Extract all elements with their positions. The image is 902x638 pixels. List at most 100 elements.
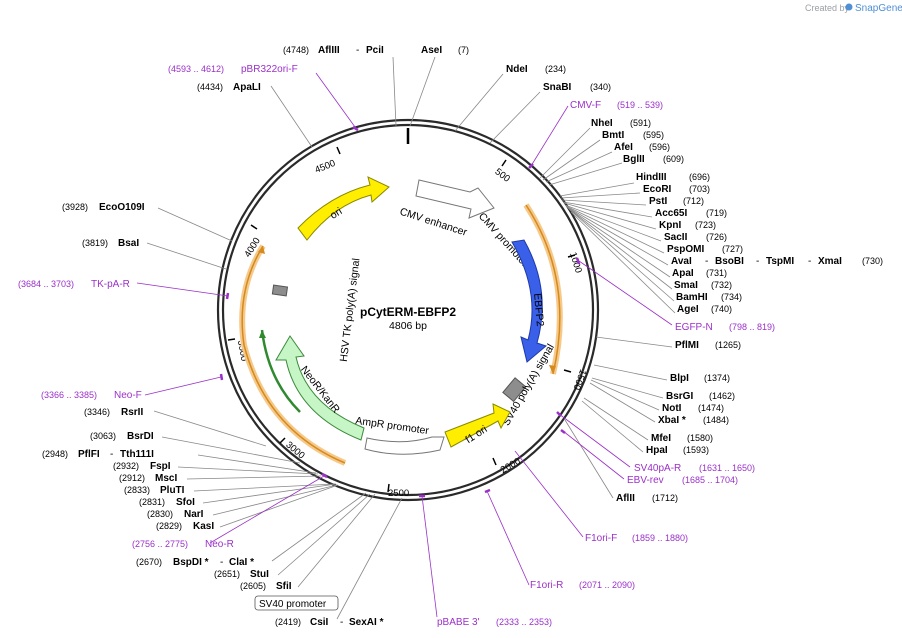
- site-pluTI: PluTI: [160, 485, 185, 496]
- primer-sv40pa-r: SV40pA-R: [634, 463, 681, 474]
- site-pos: (732): [711, 280, 732, 290]
- site-pos: (696): [689, 172, 710, 182]
- site-ecoRI: EcoRI: [643, 184, 672, 195]
- primer-range: (2333 .. 2353): [496, 617, 552, 627]
- site-bamHI: BamHI: [676, 292, 708, 303]
- site-pos: (2651): [214, 569, 240, 579]
- primer-range: (2071 .. 2090): [579, 580, 635, 590]
- primer-tk-pa-r: TK-pA-R: [91, 279, 130, 290]
- site-pos: (340): [590, 82, 611, 92]
- site-pos: (1712): [652, 493, 678, 503]
- site-ecoO109I: EcoO109I: [99, 202, 145, 213]
- feature-cmv-enhancer-label: CMV enhancer: [398, 206, 469, 239]
- plasmid-length: 4806 bp: [389, 320, 427, 332]
- primer-range: (1859 .. 1880): [632, 533, 688, 543]
- primer-pbr322ori-f: pBR322ori-F: [241, 64, 298, 75]
- site-smaI: SmaI: [674, 280, 698, 291]
- site-pos: (2948): [42, 449, 68, 459]
- site-pos: (723): [695, 220, 716, 230]
- primer-range: (3684 .. 3703): [18, 279, 74, 289]
- site-sep: -: [705, 256, 708, 267]
- primer-range: (1631 .. 1650): [699, 463, 755, 473]
- site-sep: -: [220, 557, 223, 568]
- sv40-polya-box: [502, 377, 527, 403]
- primer-egfp-n: EGFP-N: [675, 322, 713, 333]
- site-rsrII: RsrII: [121, 407, 143, 418]
- site-pos: (3928): [62, 202, 88, 212]
- site-pos: (2912): [119, 473, 145, 483]
- site-pos: (3063): [90, 431, 116, 441]
- primer-range: (2756 .. 2775): [132, 539, 188, 549]
- credit-brand: SnapGene: [855, 3, 902, 14]
- site-pos: (2419): [275, 617, 301, 627]
- site-apaLI: ApaLI: [233, 82, 261, 93]
- primer-cmv-f: CMV-F: [570, 100, 601, 111]
- feature-hsv-tk-polya-label: HSV TK poly(A) signal: [338, 258, 363, 363]
- site-pos: (719): [706, 208, 727, 218]
- primer-leader-lines: [136, 72, 673, 618]
- site-bsoBI: BsoBI: [715, 256, 744, 267]
- site-pos: (731): [706, 268, 727, 278]
- site-pciI: PciI: [366, 45, 384, 56]
- site-pos: (2605): [240, 581, 266, 591]
- ori-arrow: [297, 176, 390, 241]
- site-pos: (234): [545, 64, 566, 74]
- primer-f1ori-r: F1ori-R: [530, 580, 563, 591]
- ebfp2-arrow: [511, 239, 548, 363]
- site-apaI: ApaI: [672, 268, 694, 279]
- primer-range: (1685 .. 1704): [682, 475, 738, 485]
- neo-orf-arrowhead: [258, 246, 265, 254]
- primer-range: (798 .. 819): [729, 322, 775, 332]
- site-tspMI: TspMI: [766, 256, 794, 267]
- tick-2500: 2500: [388, 488, 409, 499]
- site-pflFI: PflFI: [78, 449, 100, 460]
- site-kasI: KasI: [193, 521, 214, 532]
- site-aseI: AseI: [421, 45, 442, 56]
- site-sexAI: SexAI *: [349, 617, 384, 628]
- sv40-promoter-callout: SV40 promoter: [254, 595, 339, 611]
- credit-prefix: Created by: [805, 3, 850, 13]
- primer-ebv-rev: EBV-rev: [627, 475, 664, 486]
- site-sfiI: SfiI: [276, 581, 292, 592]
- site-csiI: CsiI: [310, 617, 329, 628]
- primer-labels: (4593 .. 4612) pBR322ori-F CMV-F (519 ..…: [18, 64, 775, 628]
- backbone: [216, 118, 600, 502]
- site-sacII: SacII: [664, 232, 688, 243]
- site-afeI: AfeI: [614, 142, 633, 153]
- tick-500: 500: [493, 166, 512, 184]
- site-aflII: AflII: [616, 493, 635, 504]
- site-pos: (3346): [84, 407, 110, 417]
- feature-ampr-promoter-label: AmpR promoter: [355, 415, 431, 437]
- site-pos: (4434): [197, 82, 223, 92]
- site-pos: (703): [689, 184, 710, 194]
- site-bsaI: BsaI: [118, 238, 139, 249]
- site-pos: (2670): [136, 557, 162, 567]
- site-pos: (595): [643, 130, 664, 140]
- site-claI: ClaI *: [229, 557, 254, 568]
- site-pos: (712): [683, 196, 704, 206]
- site-narI: NarI: [184, 509, 204, 520]
- site-pos: (1580): [687, 433, 713, 443]
- site-blpI: BlpI: [670, 373, 689, 384]
- site-pos: (3819): [82, 238, 108, 248]
- ampr-promoter-arrow: [364, 436, 445, 455]
- site-pos: (2833): [124, 485, 150, 495]
- site-mscI: MscI: [155, 473, 177, 484]
- primer-pbabe-3: pBABE 3': [437, 617, 480, 628]
- primer-neo-r: Neo-R: [205, 539, 234, 550]
- neo-orf-track: [241, 245, 346, 464]
- hsv-tk-polya-box: [271, 284, 289, 297]
- site-ageI: AgeI: [677, 304, 699, 315]
- site-fspI: FspI: [150, 461, 171, 472]
- site-pos: (730): [862, 256, 883, 266]
- primer-range: (4593 .. 4612): [168, 64, 224, 74]
- site-mfeI: MfeI: [651, 433, 671, 444]
- cmv-enhancer-arrow: [415, 179, 495, 219]
- site-pos: (734): [721, 292, 742, 302]
- site-pos: (609): [663, 154, 684, 164]
- site-nheI: NheI: [591, 118, 613, 129]
- site-hpaI: HpaI: [646, 445, 668, 456]
- site-pos: (726): [706, 232, 727, 242]
- site-pflMI: PflMI: [675, 340, 699, 351]
- site-pspOMI: PspOMI: [667, 244, 704, 255]
